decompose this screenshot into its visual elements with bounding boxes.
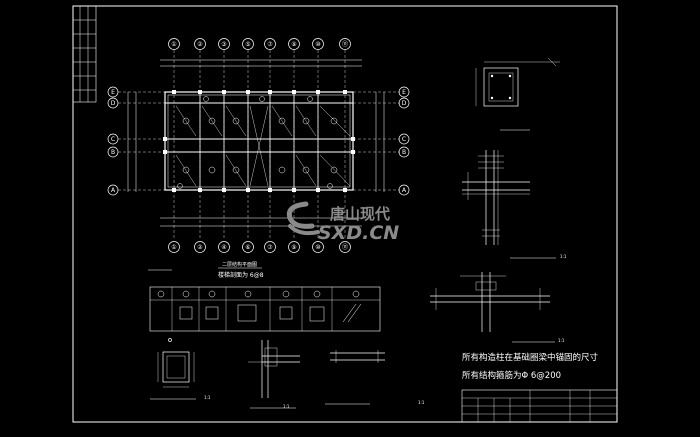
bottom-axis-2-label: ④	[221, 244, 226, 251]
scale-label-left: 1:1	[204, 395, 211, 400]
right-axis-3-label: B	[402, 149, 406, 156]
top-axis-1-label: ②	[197, 41, 203, 48]
bottom-axis-1-bubble	[194, 241, 206, 253]
top-axis-7-bubble	[339, 38, 351, 50]
watermark-en: SXD.CN	[318, 222, 399, 244]
sheet-frame	[72, 5, 618, 423]
scale-label-mid: 1:1	[283, 404, 290, 409]
top-axis-4-label: ⑦	[267, 41, 273, 48]
top-axis-5-label: ⑨	[291, 41, 296, 48]
plan-caption-text: 二层结构平面图	[222, 261, 257, 268]
top-axis-2-label: ③	[221, 41, 226, 48]
bottom-axis-7-label: ⑪	[342, 243, 348, 251]
bottom-axis-0-label: ①	[171, 244, 176, 251]
column-schedule-table	[149, 286, 381, 332]
top-axis-3-label: ⑤	[245, 41, 250, 48]
top-axis-3-bubble	[242, 38, 254, 50]
watermark-cn: 唐山现代	[330, 205, 390, 223]
left-axis-2-label: C	[111, 136, 115, 143]
bottom-axis-6-bubble	[312, 241, 324, 253]
right-axis-0-label: E	[402, 89, 406, 96]
top-axis-6-label: ⑩	[315, 41, 320, 48]
bottom-axis-2-bubble	[218, 241, 230, 253]
beam-section-details	[248, 340, 385, 409]
left-axis-1-label: D	[111, 100, 116, 107]
top-axis-7-label: ⑪	[342, 40, 348, 48]
top-axis-1-bubble	[194, 38, 206, 50]
bottom-axis-4-bubble	[264, 241, 276, 253]
plan-axes-top: ① ② ③ ⑤ ⑦ ⑨ ⑩ ⑪	[168, 38, 351, 50]
right-axis-2-label: C	[402, 136, 406, 143]
plan-caption: 二层结构平面图 楼梯剖面为 6@8	[148, 261, 264, 279]
scale-label-right-mid: 1:1	[560, 254, 567, 259]
title-block	[461, 389, 618, 423]
bottom-axis-1-label: ②	[197, 244, 203, 251]
bottom-axis-3-label: ⑥	[245, 244, 250, 251]
bottom-axis-5-label: ⑨	[291, 244, 296, 251]
bottom-axis-3-bubble	[242, 241, 254, 253]
scale-label-mid2: 1:1	[418, 400, 425, 405]
left-axis-3-label: B	[111, 149, 115, 156]
note-line-1: 所有构造柱在基础圈梁中锚固的尺寸	[462, 352, 599, 363]
bottom-axis-6-label: ⑩	[315, 244, 320, 251]
plan-axes-bottom: ① ② ④ ⑥ ⑦ ⑨ ⑩ ⑪	[168, 241, 351, 253]
right-axis-1-label: D	[402, 100, 407, 107]
column-section-detail	[150, 338, 196, 400]
right-axis-4-label: A	[402, 187, 407, 194]
beam-column-detail-lower	[430, 272, 555, 343]
bottom-axis-0-bubble	[168, 241, 180, 253]
watermark-logo: 唐山现代 SXD.CN	[286, 201, 399, 244]
bottom-axis-7-bubble	[339, 241, 351, 253]
bottom-axis-4-label: ⑦	[267, 244, 273, 251]
joint-detail-right	[462, 150, 556, 259]
plan-note-text: 楼梯剖面为 6@8	[218, 271, 264, 279]
scale-label-right-low: 1:1	[558, 338, 565, 343]
top-axis-4-bubble	[264, 38, 276, 50]
top-axis-5-bubble	[288, 38, 300, 50]
column-detail-top-right	[475, 57, 560, 131]
top-axis-6-bubble	[312, 38, 324, 50]
top-axis-2-bubble	[218, 38, 230, 50]
note-line-2: 所有结构箍筋为Φ 6@200	[462, 370, 561, 381]
top-axis-0-bubble	[168, 38, 180, 50]
bottom-axis-5-bubble	[288, 241, 300, 253]
left-axis-4-label: A	[111, 187, 116, 194]
watermark-swoosh-icon	[286, 201, 320, 236]
structural-floor-plan	[118, 50, 400, 238]
left-axis-0-label: E	[111, 89, 115, 96]
top-axis-0-label: ①	[171, 41, 176, 48]
